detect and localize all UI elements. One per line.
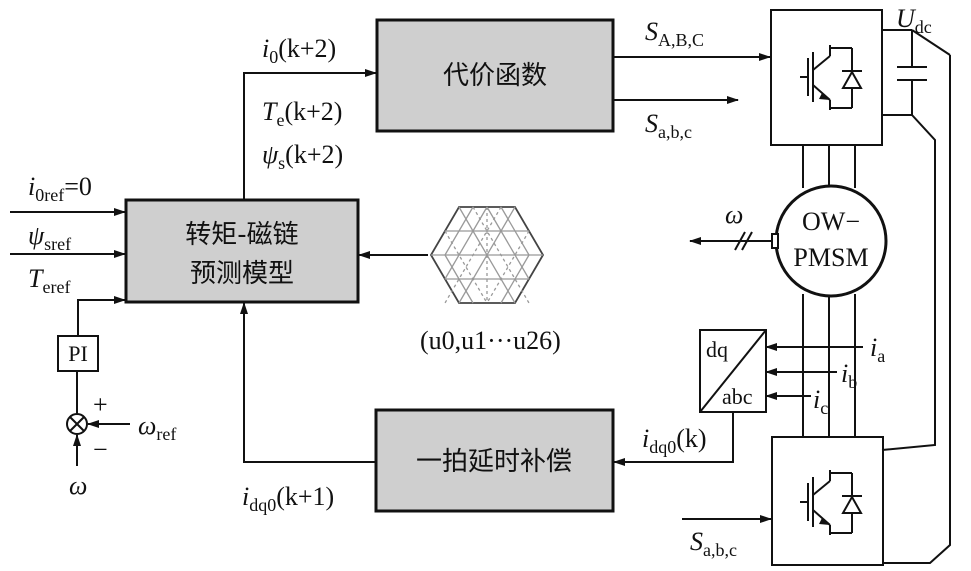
s-upper-label: SA,B,C xyxy=(645,17,704,50)
pi-label: PI xyxy=(68,341,88,366)
torque-flux-prediction-block: 转矩-磁链 预测模型 xyxy=(124,198,360,304)
teref-label: Teref xyxy=(28,264,70,297)
s-lower-in-label: Sa,b,c xyxy=(690,527,737,560)
ib-label: ib xyxy=(841,359,857,392)
udc-label: Udc xyxy=(896,4,932,37)
ow-pmsm-motor: OW− PMSM xyxy=(771,184,888,298)
compensation-label: 一拍延时补偿 xyxy=(416,447,572,477)
prediction-label-line2: 预测模型 xyxy=(190,259,294,289)
compensation-to-prediction-arrow xyxy=(240,302,376,463)
dq-label: dq xyxy=(706,337,728,362)
summing-junction xyxy=(66,413,88,435)
ia-label: ia xyxy=(870,333,885,366)
upper-inverter xyxy=(770,9,883,146)
i0-prediction-label: i0(k+2) xyxy=(262,34,336,67)
i0ref-label: i0ref=0 xyxy=(28,172,92,205)
psisref-label: ψsref xyxy=(28,221,71,254)
cost-function-block: 代价函数 xyxy=(375,18,615,133)
plus-sign: + xyxy=(93,390,108,419)
motor-label-line1: OW− xyxy=(802,207,860,236)
delay-compensation-block: 一拍延时补偿 xyxy=(374,408,615,513)
cost-function-label: 代价函数 xyxy=(443,61,547,91)
igbt-icon xyxy=(800,470,831,535)
motor-label-line2: PMSM xyxy=(793,243,868,272)
speed-output xyxy=(689,231,772,251)
idq0k1-label: idq0(k+1) xyxy=(242,482,334,515)
ic-label: ic xyxy=(813,385,828,418)
phase-wires xyxy=(802,145,856,437)
te-prediction-label: Te(k+2) xyxy=(262,97,342,130)
idq0k-label: idq0(k) xyxy=(642,424,707,457)
dc-link xyxy=(881,29,951,564)
igbt-icon xyxy=(800,45,831,110)
voltage-vectors-label: (u0,u1···u26) xyxy=(420,326,561,355)
abc-label: abc xyxy=(722,384,753,409)
lower-inverter xyxy=(771,436,884,566)
prediction-to-cost-arrow xyxy=(243,69,377,200)
w-feedback-label: ω xyxy=(69,471,87,500)
idq0k-arrow xyxy=(613,412,734,466)
wref-label: ωref xyxy=(138,411,176,444)
w-output-label: ω xyxy=(725,200,743,229)
voltage-vector-hexagon-icon xyxy=(429,206,545,304)
prediction-label-line1: 转矩-磁链 xyxy=(185,220,298,250)
s-lower-out-label: Sa,b,c xyxy=(645,109,692,142)
psi-prediction-label: ψs(k+2) xyxy=(262,140,343,173)
dq-abc-transform: dq abc xyxy=(699,329,767,413)
teref-arrow xyxy=(77,296,126,336)
minus-sign: − xyxy=(93,435,108,464)
diode-icon xyxy=(830,47,863,109)
pi-controller: PI xyxy=(57,335,99,372)
diode-icon xyxy=(830,472,863,534)
